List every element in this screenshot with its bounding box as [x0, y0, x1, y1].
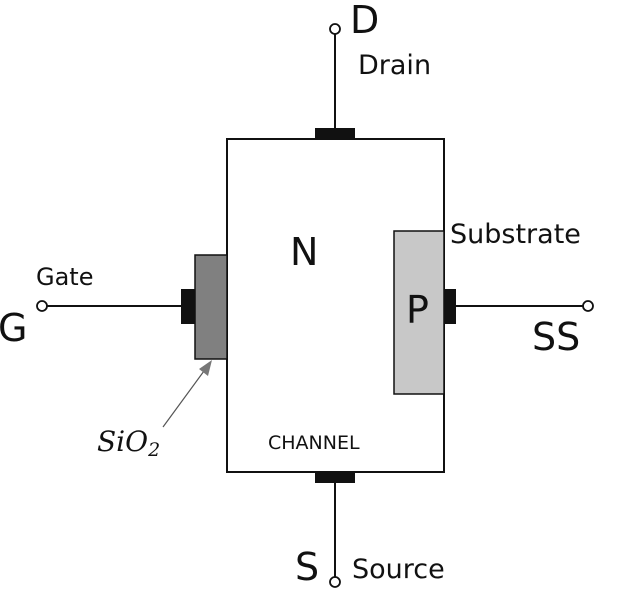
substrate-terminal: [582, 300, 594, 312]
sio2-label-main: SiO: [97, 425, 149, 458]
drain-contact: [315, 128, 355, 139]
drain-terminal: [329, 23, 341, 35]
source-terminal: [329, 576, 341, 588]
sio2-label-subscript: 2: [148, 439, 161, 461]
gate-symbol: G: [0, 306, 28, 350]
sio2-pointer-arrowhead: [199, 360, 212, 376]
drain-symbol: D: [350, 0, 380, 42]
gate-terminal: [36, 300, 48, 312]
source-symbol: S: [295, 545, 320, 589]
p-region-label: P: [406, 288, 429, 332]
sio2-oxide-layer: [194, 254, 228, 360]
sio2-pointer-line: [162, 370, 205, 428]
substrate-label: Substrate: [450, 219, 581, 250]
drain-label: Drain: [358, 50, 432, 81]
sio2-label: SiO2: [97, 428, 160, 460]
gate-label: Gate: [36, 263, 94, 291]
substrate-contact: [444, 289, 456, 324]
n-region-label: N: [290, 230, 319, 274]
source-label: Source: [352, 554, 445, 585]
channel-label: CHANNEL: [268, 432, 360, 454]
source-contact: [315, 472, 355, 483]
substrate-symbol: SS: [532, 315, 581, 359]
p-type-region: [393, 230, 445, 395]
gate-contact: [181, 289, 195, 324]
